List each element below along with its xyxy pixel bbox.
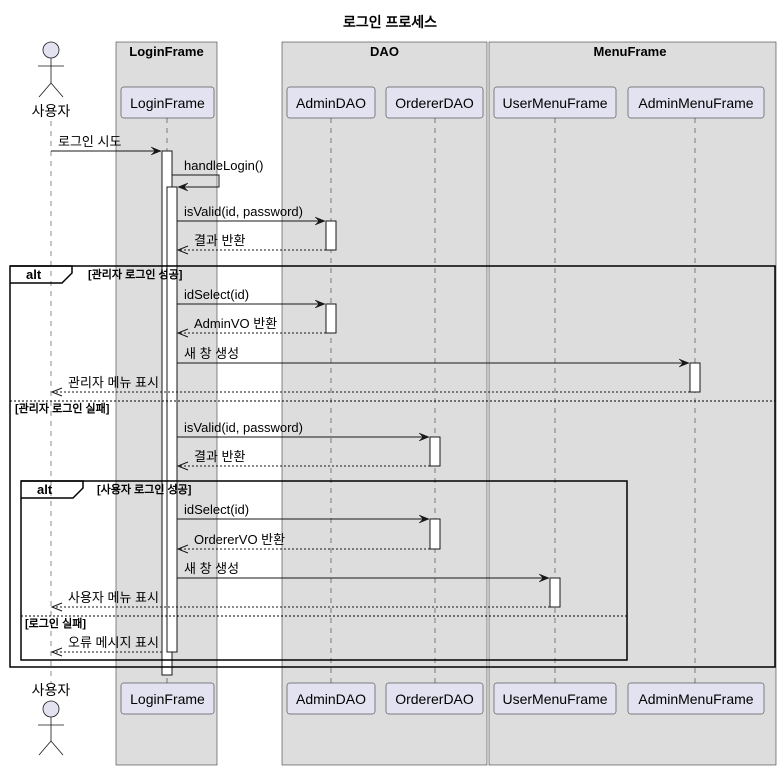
participant-label: AdminDAO (296, 95, 366, 111)
alt-fragment-user-login: alt [사용자 로그인 성공] [로그인 실패] (20, 480, 628, 661)
participant-admindao-bottom: AdminDAO (286, 682, 376, 715)
group-box-menuframe: MenuFrame (488, 41, 777, 766)
participant-usermenuframe-bottom: UserMenuFrame (493, 682, 617, 715)
message-label: 관리자 메뉴 표시 (68, 375, 159, 390)
group-box-dao: DAO (281, 41, 488, 766)
fragment-tab (10, 265, 73, 284)
message-label: 로그인 시도 (58, 134, 121, 149)
fragment-guard: [관리자 로그인 성공] (88, 267, 183, 281)
message-label: isValid(id, password) (184, 204, 303, 219)
message-label: 사용자 메뉴 표시 (68, 590, 159, 605)
actor-head-icon (42, 41, 60, 59)
fragment-operator: alt (37, 482, 53, 497)
actor-body-icon (38, 717, 64, 756)
participant-label: UserMenuFrame (502, 691, 607, 707)
participant-label: OrdererDAO (395, 691, 474, 707)
message-label: idSelect(id) (184, 502, 249, 517)
participant-box (385, 682, 484, 715)
message-label: OrdererVO 반환 (194, 532, 285, 547)
message-login-attempt: 로그인 시도 (51, 134, 162, 156)
participant-box (385, 86, 484, 119)
message-arrow (172, 174, 220, 192)
message-label: 새 창 생성 (184, 346, 239, 361)
message-label: 오류 메시지 표시 (68, 635, 159, 650)
participant-adminmenuframe-top: AdminMenuFrame (627, 86, 765, 119)
message-handle-login: handleLogin() (172, 158, 264, 192)
participant-ordererdao-bottom: OrdererDAO (385, 682, 484, 715)
message-label: isValid(id, password) (184, 420, 303, 435)
activation-adminmenuframe (689, 362, 701, 393)
fragment-guard: [사용자 로그인 성공] (97, 482, 192, 496)
participant-box (120, 682, 215, 715)
actor-label: 사용자 (32, 682, 71, 698)
message-label: handleLogin() (184, 158, 264, 173)
activation-admindao-2 (325, 303, 337, 334)
participant-loginframe-top: LoginFrame (120, 86, 215, 119)
message-is-valid-admin: isValid(id, password) (177, 204, 326, 226)
group-box-label: MenuFrame (594, 44, 667, 59)
activation-ordererdao-2 (429, 518, 441, 550)
group-box-label: LoginFrame (129, 44, 203, 59)
message-result-return-admin: 결과 반환 (176, 233, 326, 255)
message-show-admin-menu: 관리자 메뉴 표시 (50, 375, 690, 397)
participant-label: OrdererDAO (395, 95, 474, 111)
fragment-else-guard: [로그인 실패] (25, 616, 86, 630)
participant-box (120, 86, 215, 119)
activation-ordererdao-1 (429, 436, 441, 467)
fragment-operator: alt (26, 267, 42, 282)
group-box-area (281, 41, 488, 766)
message-show-user-menu: 사용자 메뉴 표시 (50, 590, 550, 612)
participant-usermenuframe-top: UserMenuFrame (493, 86, 617, 119)
message-id-select-admin: idSelect(id) (177, 287, 326, 309)
message-label: 결과 반환 (194, 233, 245, 248)
activation-usermenuframe (549, 577, 561, 608)
participant-adminmenuframe-bottom: AdminMenuFrame (627, 682, 765, 715)
participant-label: AdminMenuFrame (638, 691, 753, 707)
diagram-title: 로그인 프로세스 (343, 14, 437, 30)
message-label: 결과 반환 (194, 449, 245, 464)
participant-label: AdminMenuFrame (638, 95, 753, 111)
participant-loginframe-bottom: LoginFrame (120, 682, 215, 715)
actor-head-icon (42, 700, 60, 718)
actor-user-top: 사용자 (32, 41, 71, 119)
actor-label: 사용자 (32, 103, 71, 119)
message-create-user-window: 새 창 생성 (177, 561, 550, 583)
participant-box (627, 682, 765, 715)
participant-box (493, 86, 617, 119)
fragment-frame (9, 265, 776, 668)
participant-admindao-top: AdminDAO (286, 86, 376, 119)
message-label: 새 창 생성 (184, 561, 239, 576)
message-id-select-orderer: idSelect(id) (177, 502, 430, 524)
participant-label: LoginFrame (130, 95, 205, 111)
participant-box (493, 682, 617, 715)
participant-label: UserMenuFrame (502, 95, 607, 111)
message-result-return-orderer: 결과 반환 (176, 449, 430, 471)
actor-user-bottom: 사용자 (32, 682, 71, 756)
message-is-valid-orderer: isValid(id, password) (177, 420, 430, 442)
participant-label: LoginFrame (130, 691, 205, 707)
fragment-else-guard: [관리자 로그인 실패] (15, 401, 110, 415)
message-label: AdminVO 반환 (194, 316, 277, 331)
activation-loginframe-inner (166, 186, 178, 653)
participant-box (286, 682, 376, 715)
group-box-label: DAO (370, 44, 399, 59)
participant-box (627, 86, 765, 119)
message-orderer-vo-return: OrdererVO 반환 (176, 532, 430, 554)
fragment-tab (21, 480, 84, 499)
participant-box (286, 86, 376, 119)
participant-ordererdao-top: OrdererDAO (385, 86, 484, 119)
message-show-error: 오류 메시지 표시 (50, 635, 162, 657)
message-create-admin-window: 새 창 생성 (177, 346, 690, 368)
activation-admindao-1 (325, 220, 337, 251)
message-admin-vo-return: AdminVO 반환 (176, 316, 326, 338)
alt-fragment-admin-login: alt [관리자 로그인 성공] [관리자 로그인 실패] (9, 265, 776, 668)
fragment-frame (20, 480, 628, 661)
participant-label: AdminDAO (296, 691, 366, 707)
actor-body-icon (38, 58, 64, 98)
message-label: idSelect(id) (184, 287, 249, 302)
activations (161, 150, 701, 676)
group-box-area (488, 41, 777, 766)
